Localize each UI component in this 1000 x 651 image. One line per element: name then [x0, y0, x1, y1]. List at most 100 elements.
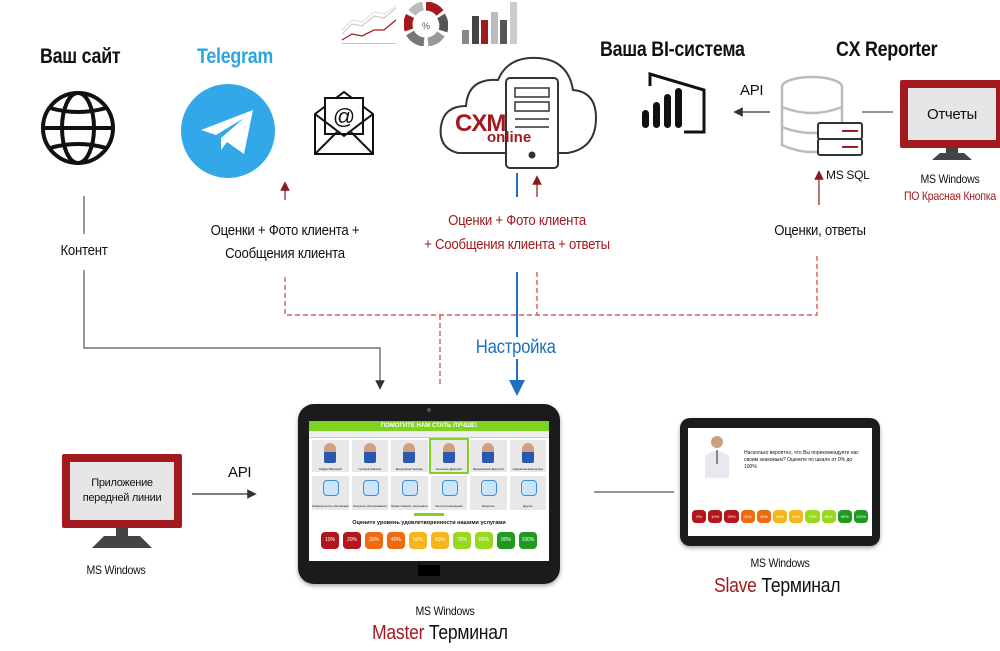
employee-name: Гуляков Максим — [358, 467, 381, 471]
employee-card[interactable]: Некрасова Екатерина — [509, 440, 546, 472]
category-label: Чистота помещения — [434, 504, 463, 508]
slave-os: MS Windows — [750, 556, 810, 570]
donut-percent: % — [422, 21, 430, 31]
master-tabs[interactable] — [309, 431, 549, 438]
category-card[interactable]: Приветливость персонала — [391, 476, 428, 510]
employee-photo — [324, 443, 337, 463]
category-label: Приветливость персонала — [391, 504, 428, 508]
category-card[interactable]: Комфортность обстановки — [312, 476, 349, 510]
employee-name: Кличенко Дмитрий — [435, 467, 462, 471]
slave-rating-row: 0%10%20%30%40%50%60%70%80%90%100% — [692, 510, 869, 523]
reporter-vendor: ПО Красная Кнопка — [903, 189, 997, 203]
page-indicator — [414, 513, 444, 516]
rating-button[interactable]: 100% — [853, 510, 869, 523]
telegram-icon — [181, 84, 275, 178]
rating-button[interactable]: 30% — [740, 510, 755, 523]
category-card[interactable]: Чистота помещения — [430, 476, 467, 510]
reporter-screen-text: Отчеты — [926, 105, 978, 123]
category-icon — [520, 480, 537, 496]
master-terminal-label: Master Терминал — [372, 622, 508, 645]
line-chart-icon — [341, 5, 397, 44]
frontline-monitor: Приложение передней линии — [62, 454, 182, 528]
category-label: Другое — [522, 504, 533, 508]
rating-button[interactable]: 10% — [708, 510, 723, 523]
master-screen: ПОМОГИТЕ НАМ СТАТЬ ЛУЧШЕ! Гайдин Валерий… — [309, 421, 549, 561]
employee-photo — [403, 443, 416, 463]
globe-icon — [41, 91, 115, 165]
master-tablet: ПОМОГИТЕ НАМ СТАТЬ ЛУЧШЕ! Гайдин Валерий… — [298, 404, 560, 584]
rating-button[interactable]: 60% — [431, 532, 449, 549]
website-content-label: Контент — [60, 242, 108, 259]
telegram-flow-line1: Оценки + Фото клиента + — [210, 222, 360, 239]
category-label: Качество — [481, 504, 495, 508]
home-button[interactable] — [418, 565, 440, 576]
reporter-monitor: Отчеты — [900, 80, 1000, 148]
slave-tablet: Насколько вероятно, что Вы порекомендует… — [680, 418, 880, 546]
rating-button[interactable]: 20% — [724, 510, 739, 523]
employee-card[interactable]: Бреушкина Любовь — [391, 440, 428, 472]
category-card[interactable]: Качество — [470, 476, 507, 510]
employee-card[interactable]: Гайдин Валерий — [312, 440, 349, 472]
employee-photo — [442, 443, 455, 463]
frontline-screen-line1: Приложение — [91, 477, 153, 489]
rating-button[interactable]: 30% — [365, 532, 383, 549]
employee-card[interactable]: Яковлевский Дмитрий — [470, 440, 507, 472]
rating-button[interactable]: 70% — [453, 532, 471, 549]
donut-chart-icon: % — [404, 2, 448, 46]
rating-button[interactable]: 40% — [387, 532, 405, 549]
frontline-monitor-stand — [92, 528, 152, 548]
rating-button[interactable]: 90% — [837, 510, 852, 523]
slave-role: Slave — [714, 575, 757, 597]
slave-question: Насколько вероятно, что Вы порекомендует… — [744, 450, 859, 470]
rating-button[interactable]: 50% — [409, 532, 427, 549]
website-title: Ваш сайт — [40, 45, 121, 68]
employee-photo — [482, 443, 495, 463]
category-icon — [441, 480, 458, 496]
database-server-icon — [780, 75, 863, 156]
employee-name: Бреушкина Любовь — [395, 467, 423, 471]
rating-button[interactable]: 80% — [475, 532, 493, 549]
bar-chart-icon — [462, 2, 517, 44]
reporter-os: MS Windows — [920, 172, 980, 186]
employee-name: Яковлевский Дмитрий — [472, 467, 504, 471]
master-role: Master — [372, 622, 425, 644]
employee-name: Некрасова Екатерина — [512, 467, 543, 471]
config-label: Настройка — [474, 337, 558, 359]
svg-text:@: @ — [333, 104, 355, 129]
rating-button[interactable]: 100% — [519, 532, 537, 549]
bi-title: Ваша BI-система — [600, 38, 745, 61]
rating-button[interactable]: 50% — [772, 510, 788, 523]
employee-name: Гайдин Валерий — [318, 467, 342, 471]
cxm-flow-line1: Оценки + Фото клиента — [448, 212, 586, 229]
power-bi-icon — [642, 72, 706, 134]
website-content-arrow — [83, 270, 385, 390]
category-icon — [323, 480, 340, 496]
master-question: Оцените уровень удовлетворенности нашими… — [352, 520, 506, 526]
rating-button[interactable]: 0% — [692, 510, 707, 523]
rating-button[interactable]: 90% — [497, 532, 515, 549]
mssql-label: MS SQL — [826, 168, 870, 182]
rating-button[interactable]: 40% — [756, 510, 771, 523]
bi-api-label: API — [740, 82, 764, 99]
rating-button[interactable]: 10% — [321, 532, 339, 549]
master-header: ПОМОГИТЕ НАМ СТАТЬ ЛУЧШЕ! — [309, 421, 549, 431]
camera-dot — [427, 408, 431, 412]
person-photo — [705, 436, 729, 478]
email-icon: @ — [314, 90, 374, 155]
category-card[interactable]: Скорость обслуживания — [351, 476, 388, 510]
category-icon — [481, 480, 498, 496]
dashed-flow-left — [284, 255, 818, 316]
rating-button[interactable]: 20% — [343, 532, 361, 549]
category-card[interactable]: Другое — [509, 476, 546, 510]
employee-row: Гайдин Валерий Гуляков Максим Бреушкина Лю… — [309, 438, 549, 474]
employee-card[interactable]: Гуляков Максим — [351, 440, 388, 472]
category-icon — [362, 480, 379, 496]
employee-card[interactable]: Кличенко Дмитрий — [428, 438, 469, 474]
rating-button[interactable]: 80% — [821, 510, 836, 523]
rating-button[interactable]: 70% — [805, 510, 820, 523]
cxm-brand-sub: online — [487, 129, 532, 146]
master-os: MS Windows — [415, 604, 475, 618]
cloud-server-icon — [439, 56, 598, 169]
rating-button[interactable]: 60% — [789, 510, 804, 523]
